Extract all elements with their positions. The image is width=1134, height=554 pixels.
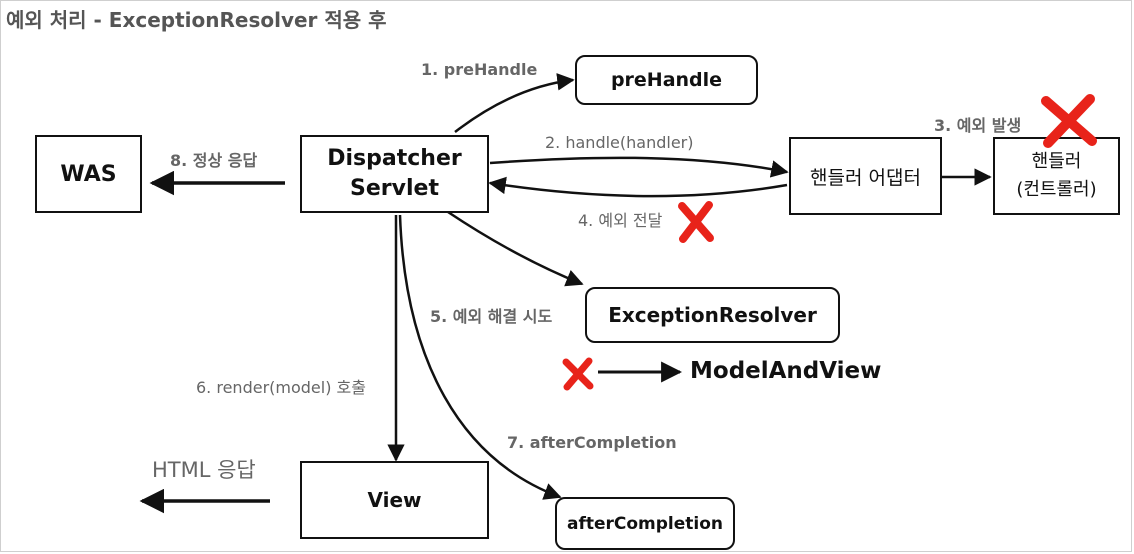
prehandle-label: preHandle [610,69,723,91]
arrow-exception-return [488,176,788,198]
view-label: View [367,488,422,512]
step6-label: 6. render(model) 호출 [196,378,366,397]
handler-adapter-box: 핸들러 어댑터 [789,137,942,215]
exception-cross-icon [1041,94,1097,148]
step8-label: 8. 정상 응답 [170,151,258,170]
arrow-resolver [447,210,584,287]
step7-label: 7. afterCompletion [507,433,677,452]
modelandview-label: ModelAndView [690,358,882,384]
step2-label: 2. handle(handler) [545,133,694,152]
was-label: WAS [60,161,117,187]
step1-label: 1. preHandle [421,60,538,79]
aftercompletion-box: afterCompletion [555,497,735,550]
dispatcher-servlet-box: Dispatcher Servlet [300,135,489,213]
arrow-prehandle [454,73,575,133]
aftercompletion-label: afterCompletion [566,513,724,534]
was-box: WAS [35,135,142,213]
arrow-aftercompletion [398,214,562,500]
step4-label: 4. 예외 전달 [578,211,663,230]
handler-adapter-label: 핸들러 어댑터 [810,166,921,189]
step3-label: 3. 예외 발생 [934,116,1022,135]
modelandview-cross-icon [562,357,594,391]
prehandle-box: preHandle [575,55,758,105]
exception-resolver-label: ExceptionResolver [608,303,817,327]
handler-label-line1: 핸들러 [1031,151,1082,172]
arrow-handle [489,156,789,178]
exception-resolver-box: ExceptionResolver [585,287,840,343]
handler-label-line2: (컨트롤러) [1016,179,1097,200]
step5-label: 5. 예외 해결 시도 [430,307,553,326]
diagram-title: 예외 처리 - ExceptionResolver 적용 후 [6,8,387,32]
html-response-label: HTML 응답 [152,458,256,482]
view-box: View [300,461,489,539]
dispatcher-label-line1: Dispatcher [327,146,462,171]
dispatcher-label-line2: Servlet [350,176,439,201]
propagation-cross-icon [678,201,714,243]
